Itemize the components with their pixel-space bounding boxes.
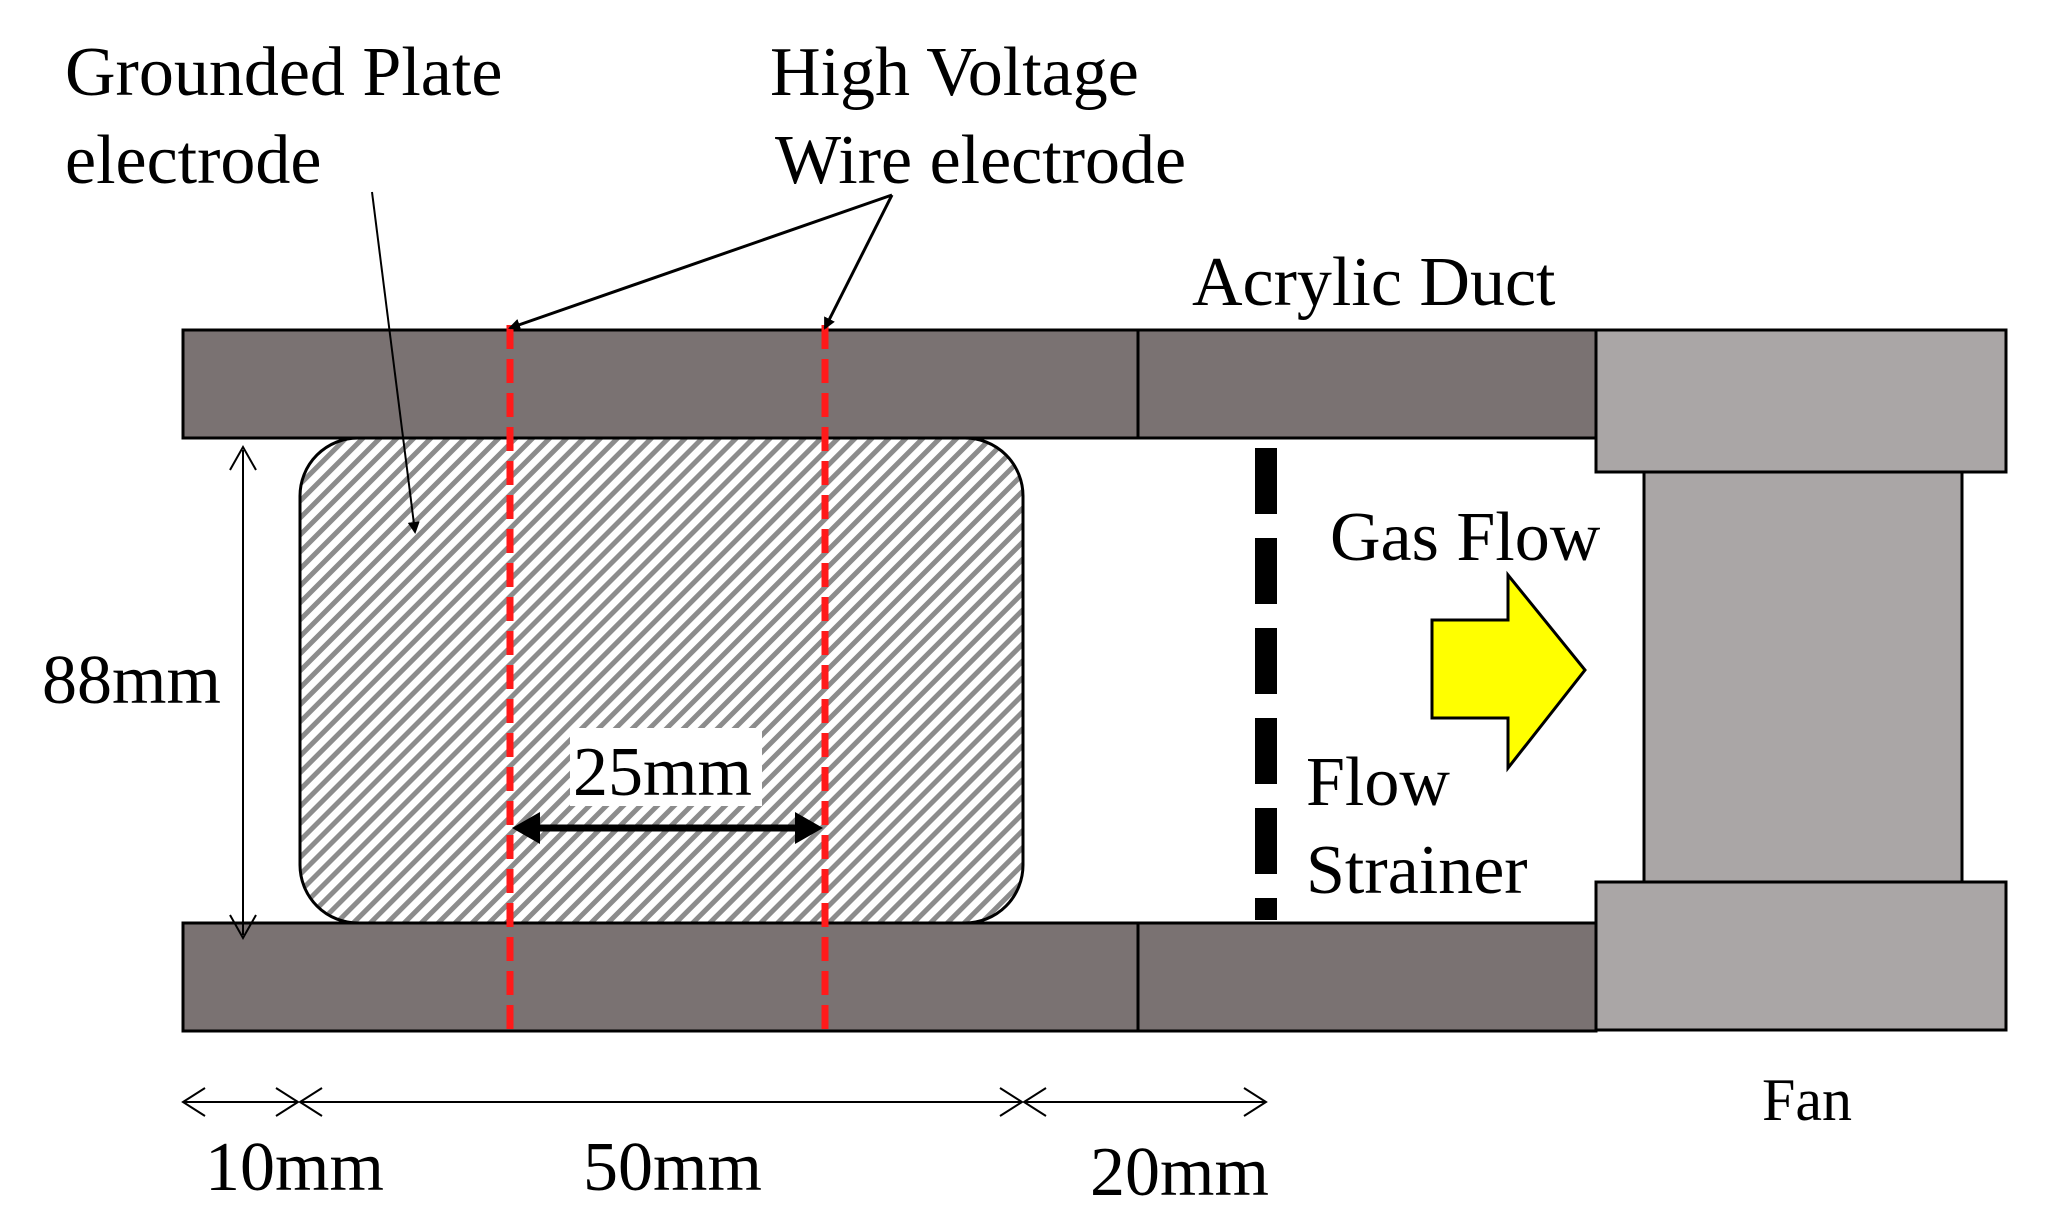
grounded-plate-electrode (298, 436, 1025, 925)
wire-spacing-label-bg (570, 728, 762, 806)
top-duct-wall-right (1136, 328, 1598, 440)
gas-flow-arrow (1430, 570, 1587, 773)
bottom-duct-wall-left (181, 921, 1140, 1033)
pointer-wire-2 (823, 194, 894, 330)
pointer-plate (371, 191, 420, 534)
wire-spacing-label: 25mm (573, 734, 752, 811)
duct-height-label: 88mm (42, 642, 221, 719)
gas-flow-label: Gas Flow (1330, 499, 1601, 576)
pointer-wire-1 (508, 193, 893, 331)
fan-top-flange (1594, 328, 2008, 474)
acrylic-duct-label: Acrylic Duct (1192, 244, 1556, 321)
flow-strainer-label-line2: Strainer (1306, 832, 1528, 909)
flow-strainer-label-line1: Flow (1306, 744, 1450, 821)
grounded-plate-label-line2: electrode (65, 122, 321, 199)
inlet-gap-label: 10mm (205, 1129, 384, 1206)
high-voltage-label-line2: Wire electrode (775, 122, 1186, 199)
top-duct-wall-left (181, 328, 1140, 440)
bottom-dimension-arrows (181, 1087, 1268, 1117)
plate-length-label: 50mm (583, 1129, 762, 1206)
bottom-duct-wall-right (1136, 921, 1598, 1033)
strainer-gap-label: 20mm (1090, 1134, 1269, 1211)
grounded-plate-label-line1: Grounded Plate (65, 34, 502, 111)
fan-body (1642, 470, 1964, 884)
fan-bottom-flange (1594, 880, 2008, 1032)
high-voltage-label-line1: High Voltage (770, 34, 1139, 111)
fan-label: Fan (1762, 1067, 1852, 1133)
